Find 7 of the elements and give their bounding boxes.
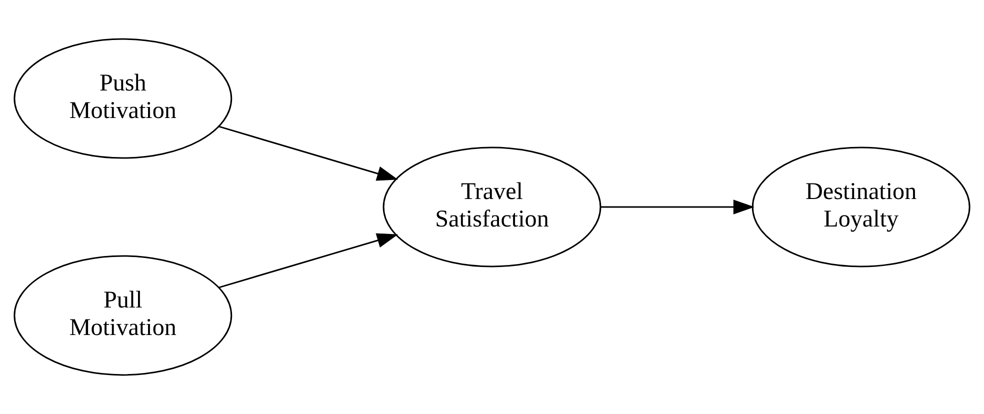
arrow xyxy=(218,126,398,181)
node-ellipse: Pull Motivation xyxy=(14,255,232,376)
arrow xyxy=(218,233,398,288)
node-ellipse: Push Motivation xyxy=(14,38,232,159)
node-ellipse: Travel Satisfaction xyxy=(382,146,602,268)
node-ellipse: Destination Loyalty xyxy=(752,146,970,268)
arrow xyxy=(600,200,754,214)
